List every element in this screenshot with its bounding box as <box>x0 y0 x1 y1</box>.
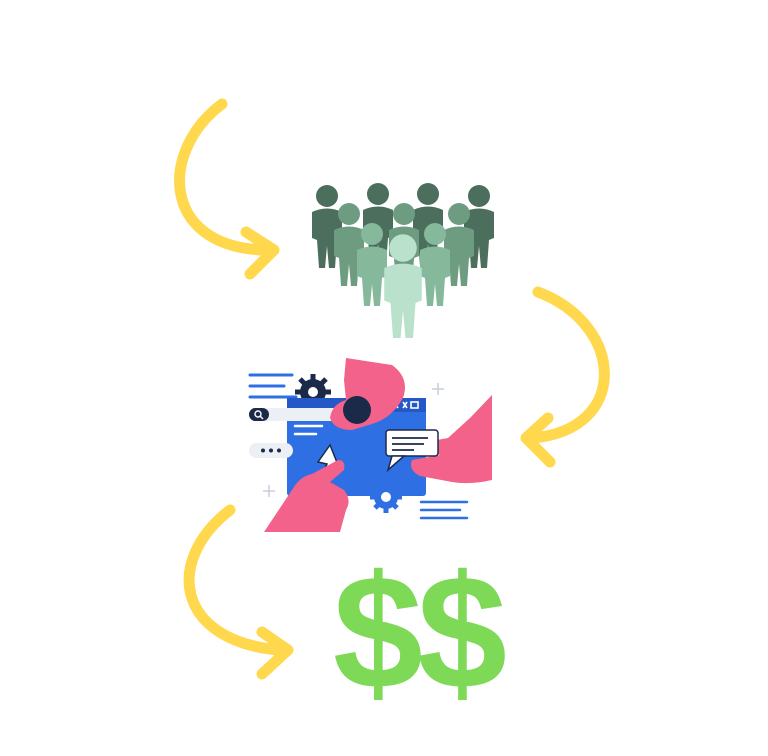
text-lines-icon <box>250 375 296 397</box>
dollar-sign-icon: $$ <box>322 548 512 718</box>
search-icon <box>249 408 269 421</box>
